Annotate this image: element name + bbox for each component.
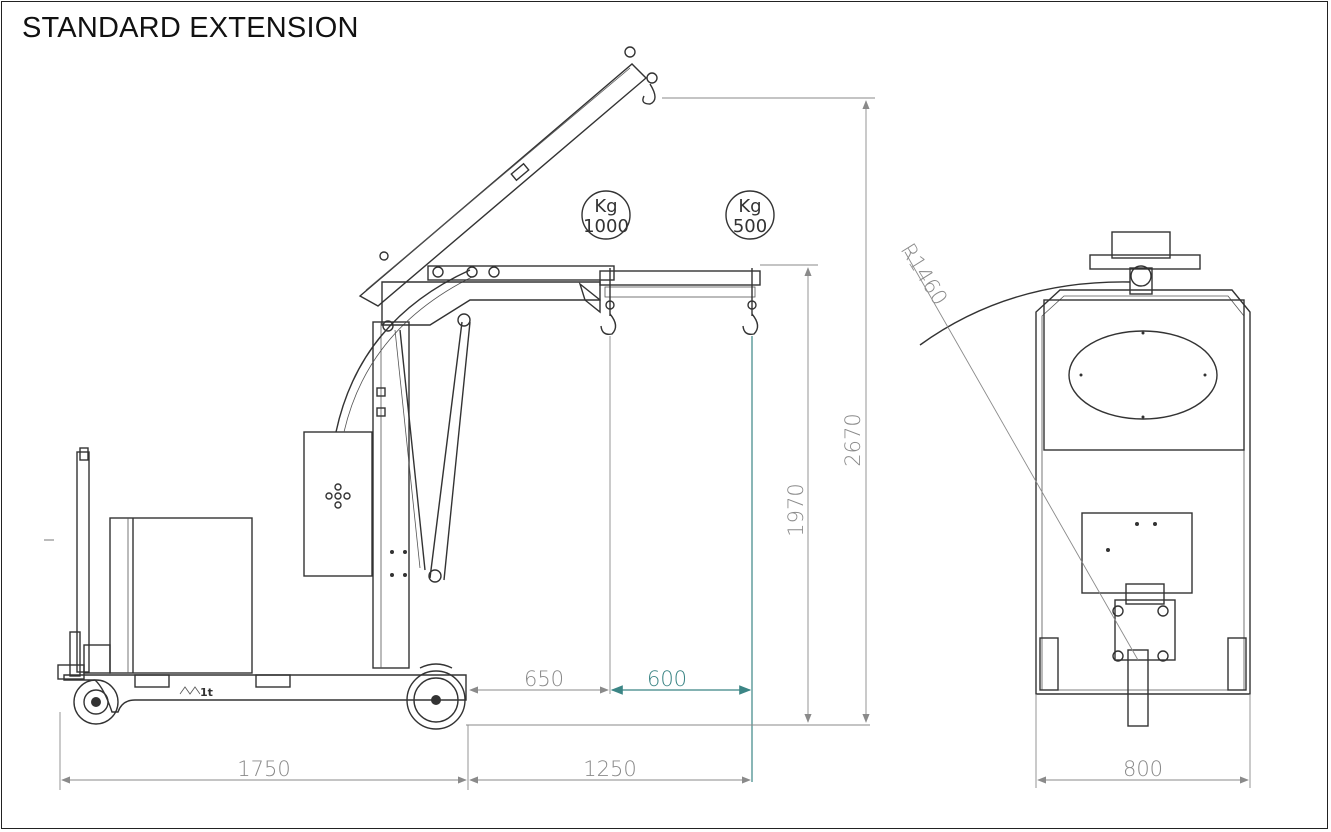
dim-650: 650 xyxy=(524,667,564,691)
mast xyxy=(372,321,410,669)
capacity-badge-500: Kg 500 xyxy=(725,190,775,240)
horizontal-boom xyxy=(381,265,761,332)
dim-radius: R1460 xyxy=(896,239,952,309)
steering-handle xyxy=(44,447,90,673)
svg-text:Kg: Kg xyxy=(594,196,617,217)
svg-text:Kg: Kg xyxy=(738,196,761,217)
svg-text:500: 500 xyxy=(733,216,767,237)
logo-1t: 1t xyxy=(200,686,213,699)
hydraulic-cylinder xyxy=(394,313,471,583)
dim-2670: 2670 xyxy=(841,413,865,466)
cable xyxy=(335,269,471,433)
chassis: 1t xyxy=(63,674,467,713)
hydraulic-pump xyxy=(57,631,111,680)
dimension-lines: 650 600 1750 1250 1970 2670 xyxy=(59,97,875,790)
dim-600: 600 xyxy=(647,667,687,691)
dim-1250: 1250 xyxy=(583,757,636,781)
hook-1000 xyxy=(600,268,617,336)
raised-boom xyxy=(358,46,658,307)
dim-1750: 1750 xyxy=(237,757,290,781)
hook-500 xyxy=(742,268,759,336)
front-view: R1460 800 xyxy=(896,231,1251,788)
battery-box xyxy=(109,517,253,674)
dim-1970: 1970 xyxy=(784,483,808,536)
control-box xyxy=(303,431,373,577)
front-wheel xyxy=(406,663,466,730)
side-view: 1t xyxy=(44,46,775,730)
dim-800: 800 xyxy=(1123,757,1163,781)
rear-wheel xyxy=(73,679,119,725)
capacity-badge-1000: Kg 1000 xyxy=(581,190,631,240)
drawing-title: STANDARD EXTENSION xyxy=(22,12,359,44)
svg-text:1000: 1000 xyxy=(583,216,629,237)
